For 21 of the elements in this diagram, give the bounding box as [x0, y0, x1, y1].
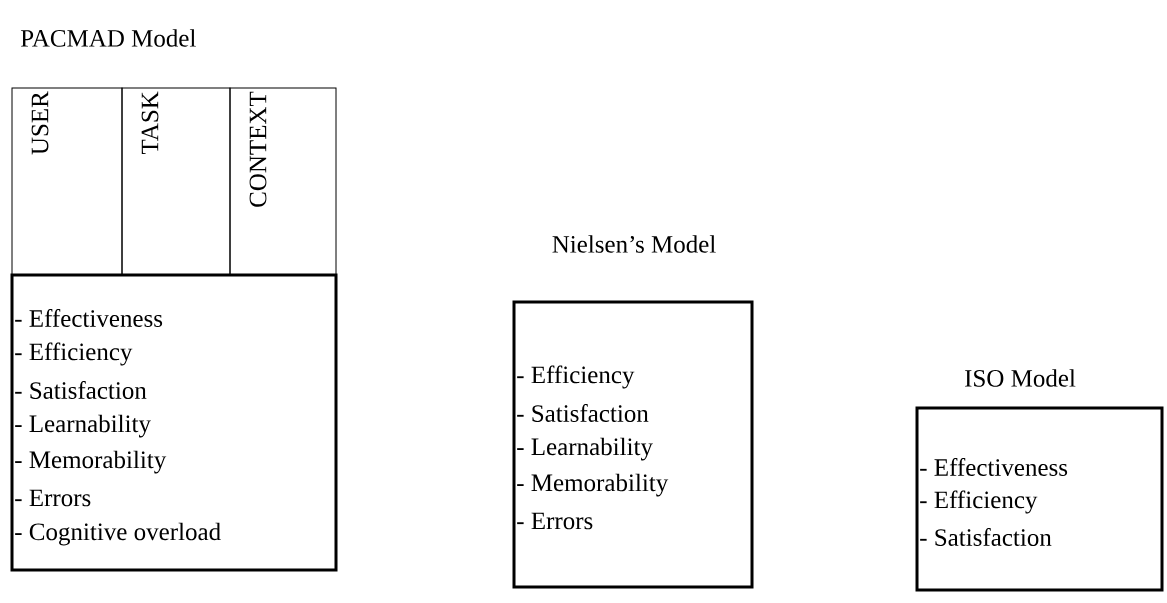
list-item: - Satisfaction	[920, 528, 1052, 546]
model-heading: ISO Model	[965, 369, 1076, 387]
list-item: - Learnability	[517, 437, 653, 461]
column-cell: USER	[11, 87, 123, 276]
list-item: - Satisfaction	[15, 381, 147, 399]
list-item: - Errors	[517, 512, 593, 530]
list-item: - Errors	[15, 489, 91, 507]
column-cell: CONTEXT	[229, 87, 337, 276]
list-item: - Memorability	[15, 450, 167, 474]
list-item: - Satisfaction	[517, 404, 649, 422]
list-item: - Memorability	[517, 473, 669, 497]
model-heading: Nielsen’s Model	[552, 235, 716, 253]
list-item: - Efficiency	[517, 365, 635, 389]
list-item: - Learnability	[15, 414, 151, 438]
list-item: - Effectiveness	[920, 458, 1068, 476]
model-title: PACMAD Model	[20, 29, 196, 47]
list-item: - Effectiveness	[15, 309, 163, 327]
column-cell: TASK	[121, 87, 231, 276]
list-item: - Cognitive overload	[15, 522, 221, 546]
list-item: - Efficiency	[15, 342, 133, 366]
list-item: - Efficiency	[920, 490, 1038, 514]
